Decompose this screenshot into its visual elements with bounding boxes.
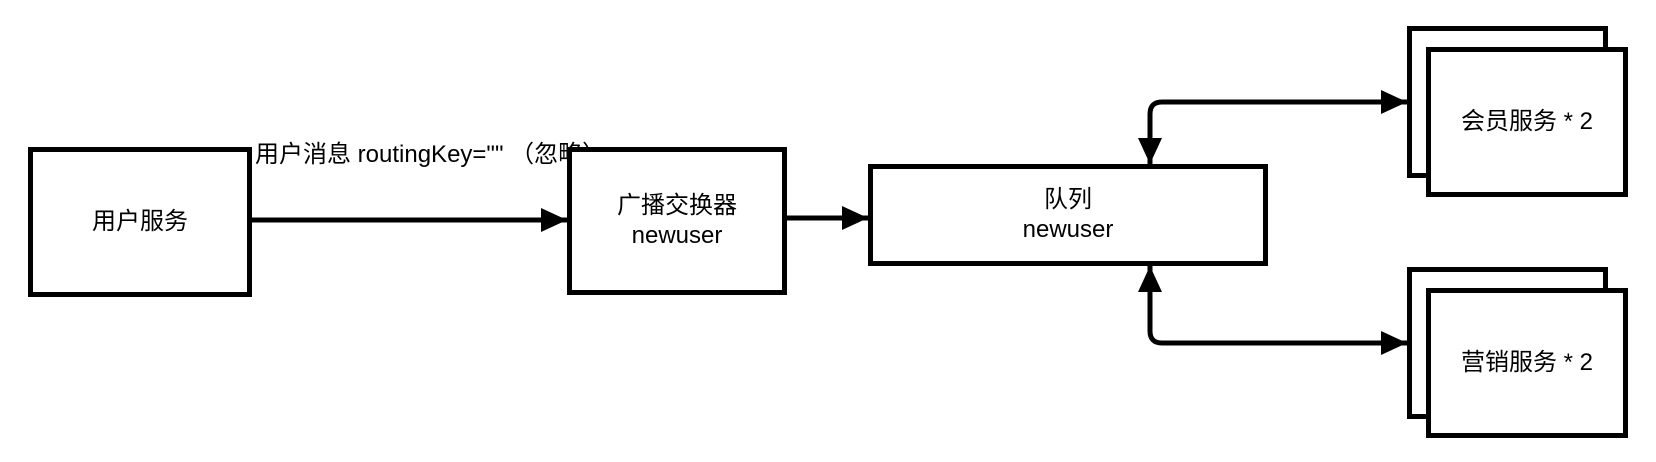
- edge-queue-marketing-connector: [1138, 266, 1407, 355]
- publish-edge-label-line1: 用户消息: [255, 141, 351, 168]
- publish-edge-label-line2: routingKey="" （忽略）: [357, 141, 607, 168]
- node-fanout-exchange-name: newuser: [631, 222, 723, 249]
- node-member-service-label: 会员服务 * 2: [1460, 108, 1594, 135]
- node-marketing-service-label: 营销服务 * 2: [1460, 349, 1594, 376]
- node-queue-name: newuser: [1022, 216, 1114, 243]
- node-marketing-service: 营销服务 * 2: [1426, 288, 1628, 438]
- edge-queue-member-connector: [1138, 90, 1407, 164]
- node-member-service: 会员服务 * 2: [1426, 47, 1628, 197]
- node-user-service: 用户服务: [28, 147, 252, 297]
- node-queue-label: 队列: [1044, 186, 1092, 213]
- node-fanout-exchange: 广播交换器 newuser: [567, 147, 787, 295]
- node-queue: 队列 newuser: [868, 164, 1268, 266]
- publish-edge-label: 用户消息 routingKey="" （忽略）: [255, 141, 606, 169]
- node-user-service-label: 用户服务: [92, 208, 188, 235]
- node-fanout-exchange-label: 广播交换器: [617, 192, 737, 219]
